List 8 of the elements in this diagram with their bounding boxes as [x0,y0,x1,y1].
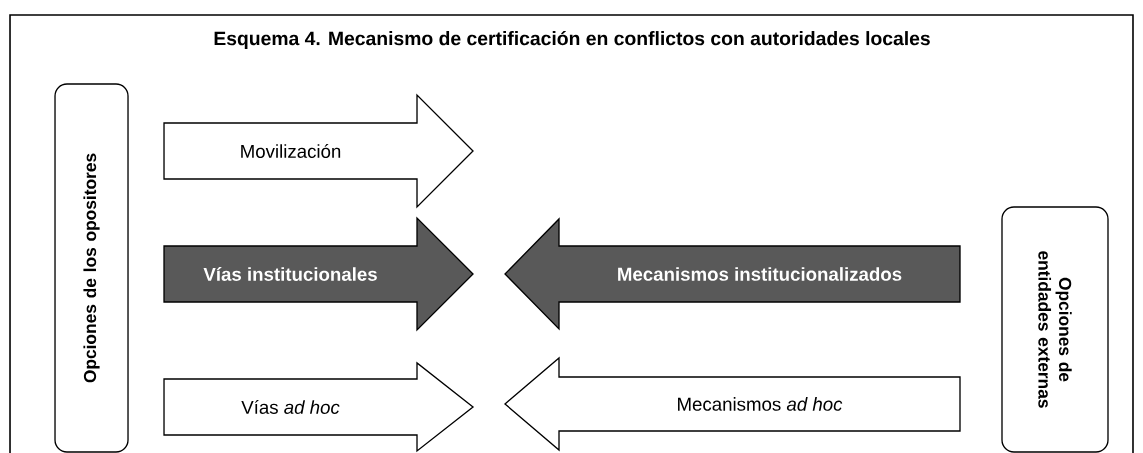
arrow-shaped-box: Mecanismos institucionalizados [504,217,961,331]
arrow-shaped-box: Movilización [163,93,474,209]
title: Esquema 4. Mecanismo de certificación en conflictos con autoridades locales [214,30,930,50]
arrow-shaped-box: Vías institucionales [163,216,474,332]
option-box: Opciones de entidades externas [1001,206,1109,453]
arrow-shaped-box: Mecanismos ad hoc [504,356,961,452]
arrow-shaped-box: Vías ad hoc [163,361,475,453]
option-box: Opciones de los opositores [54,83,129,453]
